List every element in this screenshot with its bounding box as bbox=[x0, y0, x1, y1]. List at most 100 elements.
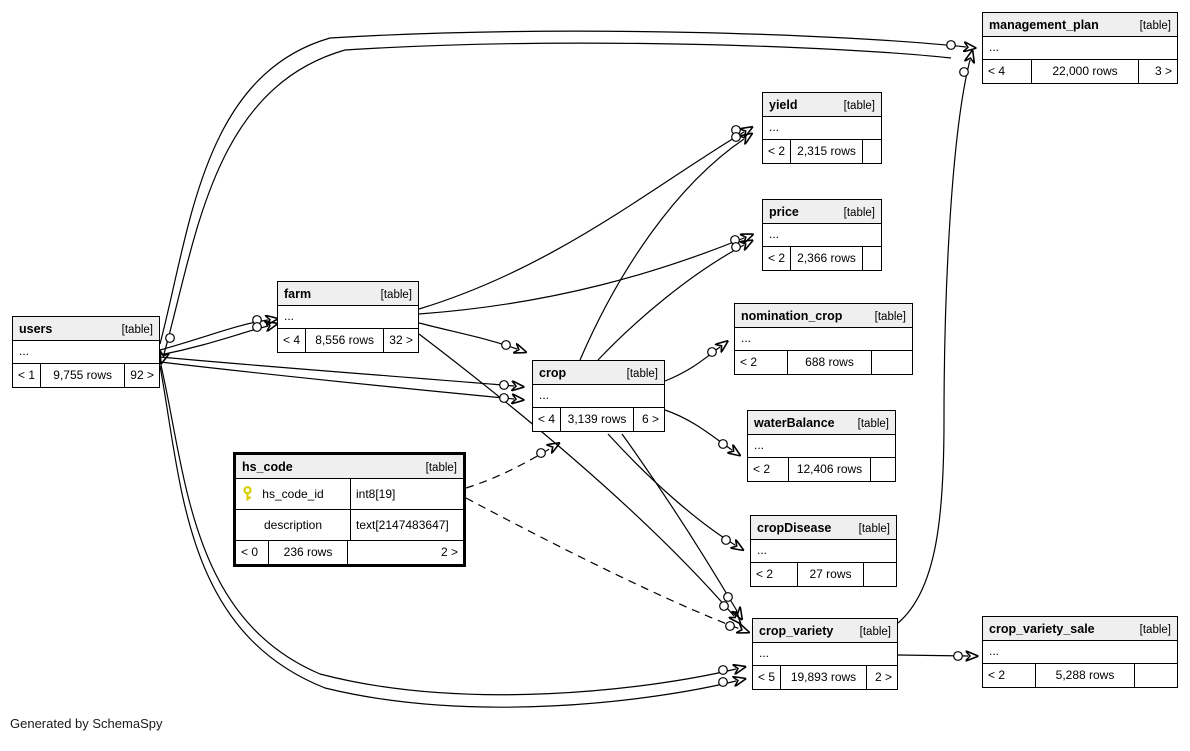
table-name[interactable]: nomination_crop bbox=[741, 309, 843, 323]
table-footer: < 0 236 rows 2 > bbox=[236, 541, 463, 564]
table-name[interactable]: crop_variety bbox=[759, 624, 834, 638]
table-node-management_plan[interactable]: management_plan [table] ... < 4 22,000 r… bbox=[982, 12, 1178, 84]
edge-management_plan-users bbox=[164, 42, 952, 354]
table-name[interactable]: hs_code bbox=[242, 460, 293, 474]
table-name[interactable]: price bbox=[769, 205, 799, 219]
table-name[interactable]: cropDisease bbox=[757, 521, 832, 535]
table-type-tag: [table] bbox=[874, 311, 906, 323]
cardinality-circle bbox=[731, 242, 741, 252]
table-name[interactable]: crop_variety_sale bbox=[989, 622, 1095, 636]
child-count bbox=[863, 140, 881, 163]
table-footer: < 1 9,755 rows 92 > bbox=[13, 364, 159, 387]
cardinality-circle bbox=[165, 333, 175, 343]
cardinality-circle bbox=[499, 380, 509, 390]
row-count: 3,139 rows bbox=[561, 408, 634, 431]
column-name: hs_code_id bbox=[262, 487, 324, 501]
table-header: price [table] bbox=[763, 200, 881, 224]
edge-users-management_plan bbox=[159, 30, 966, 345]
columns-ellipsis: ... bbox=[983, 641, 1177, 664]
parent-count: < 2 bbox=[763, 247, 792, 270]
child-count: 2 > bbox=[874, 670, 892, 684]
table-node-price[interactable]: price [table] ... < 2 2,366 rows bbox=[762, 199, 882, 271]
parent-count: < 5 bbox=[753, 666, 782, 689]
child-count bbox=[864, 563, 896, 586]
cardinality-circle bbox=[718, 439, 728, 449]
cardinality-circle bbox=[707, 347, 717, 357]
table-footer: < 5 19,893 rows 2 > bbox=[753, 666, 897, 689]
cardinality-circle bbox=[953, 651, 963, 661]
columns-ellipsis: ... bbox=[753, 643, 897, 666]
child-count: 32 > bbox=[389, 333, 413, 347]
parent-count: < 4 bbox=[533, 408, 562, 431]
parent-count: < 2 bbox=[763, 140, 792, 163]
table-type-tag: [table] bbox=[857, 418, 889, 430]
table-footer: < 2 688 rows bbox=[735, 351, 912, 374]
row-count: 9,755 rows bbox=[41, 364, 126, 387]
cardinality-circle bbox=[499, 393, 509, 403]
table-type-tag: [table] bbox=[843, 100, 875, 112]
child-count: 2 > bbox=[440, 545, 458, 559]
table-footer: < 4 22,000 rows 3 > bbox=[983, 60, 1177, 83]
columns-ellipsis: ... bbox=[983, 37, 1177, 60]
table-name[interactable]: users bbox=[19, 322, 53, 336]
table-type-tag: [table] bbox=[858, 523, 890, 535]
cardinality-circle bbox=[946, 40, 956, 50]
table-header: crop [table] bbox=[533, 361, 664, 385]
parent-count: < 2 bbox=[983, 664, 1036, 687]
cardinality-circle bbox=[723, 592, 733, 602]
table-footer: < 2 27 rows bbox=[751, 563, 896, 586]
table-node-waterBalance[interactable]: waterBalance [table] ... < 2 12,406 rows bbox=[747, 410, 896, 482]
table-footer: < 2 5,288 rows bbox=[983, 664, 1177, 687]
cardinality-circle bbox=[719, 601, 729, 611]
columns-ellipsis: ... bbox=[763, 117, 881, 140]
cardinality-circle bbox=[536, 448, 546, 458]
row-count: 2,366 rows bbox=[791, 247, 863, 270]
row-count: 27 rows bbox=[798, 563, 864, 586]
child-count: 6 > bbox=[641, 412, 659, 426]
columns-ellipsis: ... bbox=[748, 435, 895, 458]
column-row[interactable]: hs_code_id int8[19] bbox=[236, 479, 463, 510]
table-node-crop_variety_sale[interactable]: crop_variety_sale [table] ... < 2 5,288 … bbox=[982, 616, 1178, 688]
table-node-users[interactable]: users [table] ... < 1 9,755 rows 92 > bbox=[12, 316, 160, 388]
child-count bbox=[872, 351, 912, 374]
table-footer: < 2 12,406 rows bbox=[748, 458, 895, 481]
edge-users-farm bbox=[159, 326, 268, 356]
row-count: 19,893 rows bbox=[781, 666, 867, 689]
parent-count: < 0 bbox=[236, 541, 269, 564]
column-row[interactable]: description text[2147483647] bbox=[236, 510, 463, 541]
edge-crop-cropDisease bbox=[607, 433, 735, 545]
table-node-nomination_crop[interactable]: nomination_crop [table] ... < 2 688 rows bbox=[734, 303, 913, 375]
parent-count: < 2 bbox=[751, 563, 798, 586]
edge-farm-price bbox=[418, 238, 744, 315]
column-type: int8[19] bbox=[350, 479, 463, 509]
table-type-tag: [table] bbox=[121, 324, 153, 336]
edge-crop-crop_variety bbox=[621, 433, 737, 611]
table-name[interactable]: farm bbox=[284, 287, 312, 301]
row-count: 2,315 rows bbox=[791, 140, 863, 163]
table-node-crop_variety[interactable]: crop_variety [table] ... < 5 19,893 rows… bbox=[752, 618, 898, 690]
cardinality-circle bbox=[252, 322, 262, 332]
row-count: 688 rows bbox=[788, 351, 872, 374]
table-header: users [table] bbox=[13, 317, 159, 341]
table-type-tag: [table] bbox=[859, 626, 891, 638]
table-type-tag: [table] bbox=[380, 289, 412, 301]
table-node-farm[interactable]: farm [table] ... < 4 8,556 rows 32 > bbox=[277, 281, 419, 353]
table-name[interactable]: crop bbox=[539, 366, 567, 380]
table-node-crop[interactable]: crop [table] ... < 4 3,139 rows 6 > bbox=[532, 360, 665, 432]
cardinality-circle bbox=[501, 340, 511, 350]
table-name[interactable]: waterBalance bbox=[754, 416, 835, 430]
table-name[interactable]: yield bbox=[769, 98, 798, 112]
edge-users-crop_variety bbox=[159, 365, 736, 708]
table-node-cropDisease[interactable]: cropDisease [table] ... < 2 27 rows bbox=[750, 515, 897, 587]
edge-users-crop bbox=[159, 356, 514, 386]
child-count: 92 > bbox=[130, 368, 154, 382]
edge-users-crop_variety bbox=[159, 360, 736, 696]
table-name[interactable]: management_plan bbox=[989, 18, 1099, 32]
parent-count: < 2 bbox=[748, 458, 789, 481]
table-node-yield[interactable]: yield [table] ... < 2 2,315 rows bbox=[762, 92, 882, 164]
row-count: 22,000 rows bbox=[1032, 60, 1139, 83]
edge-hs_code-crop_variety-implied bbox=[465, 497, 740, 629]
table-node-hs_code[interactable]: hs_code [table] hs_code_id int8[19] desc… bbox=[233, 452, 466, 567]
generator-note: Generated by SchemaSpy bbox=[10, 716, 163, 731]
child-count bbox=[863, 247, 881, 270]
